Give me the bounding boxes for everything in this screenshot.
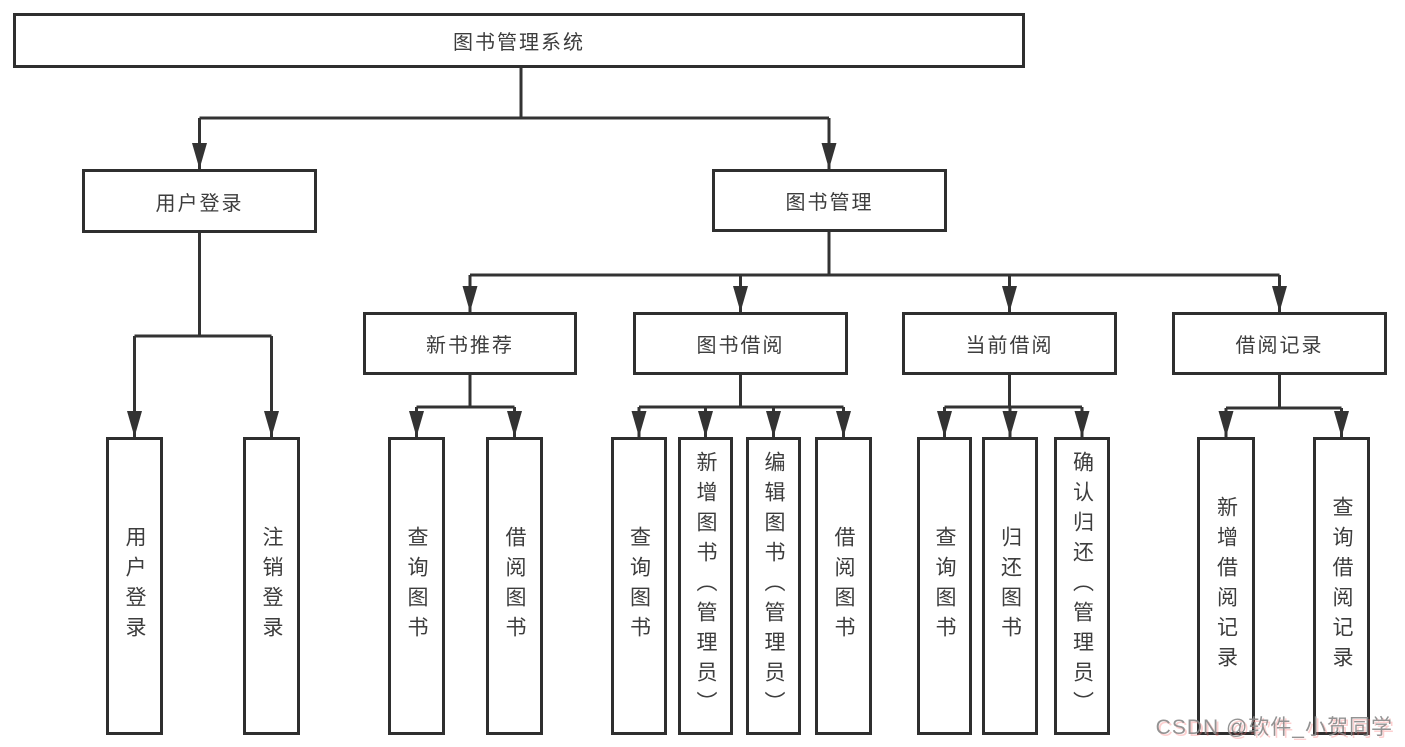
- leaf-return-book-label: 归还图书: [998, 526, 1022, 646]
- leaf-logout: 注销登录: [243, 437, 300, 735]
- leaf-borrow-books-borrow: 借阅图书: [815, 437, 872, 735]
- node-user-login: 用户登录: [82, 169, 317, 233]
- leaf-return-book: 归还图书: [982, 437, 1038, 735]
- connector-newbook-group: [409, 375, 522, 437]
- connector-current-group: [937, 375, 1090, 437]
- leaf-query-books-borrow-label: 查询图书: [627, 526, 651, 646]
- leaf-query-books-current: 查询图书: [917, 437, 972, 735]
- node-book-borrow-label: 图书借阅: [696, 335, 785, 357]
- leaf-add-borrow-record-label: 新增借阅记录: [1214, 496, 1238, 676]
- leaf-edit-book-admin-label: 编辑图书（管理员）: [762, 451, 785, 721]
- leaf-borrow-books-recommend: 借阅图书: [486, 437, 543, 735]
- csdn-watermark: CSDN @软件_小贺同学: [1155, 716, 1393, 739]
- leaf-confirm-return-admin: 确认归还（管理员）: [1054, 437, 1110, 735]
- leaf-query-books-recommend: 查询图书: [388, 437, 445, 735]
- leaf-user-login: 用户登录: [106, 437, 163, 735]
- node-current-borrow: 当前借阅: [902, 312, 1117, 375]
- connector-root-to-level2: [192, 68, 837, 169]
- node-root: 图书管理系统: [13, 13, 1025, 68]
- node-borrow-records: 借阅记录: [1172, 312, 1387, 375]
- leaf-logout-label: 注销登录: [260, 526, 283, 646]
- leaf-query-borrow-record-label: 查询借阅记录: [1330, 496, 1353, 676]
- leaf-add-book-admin-label: 新增图书（管理员）: [694, 451, 717, 721]
- leaf-borrow-books-borrow-label: 借阅图书: [832, 526, 855, 646]
- leaf-add-book-admin: 新增图书（管理员）: [678, 437, 733, 735]
- leaf-add-borrow-record: 新增借阅记录: [1197, 437, 1255, 735]
- leaf-query-books-borrow: 查询图书: [611, 437, 667, 735]
- node-borrow-records-label: 借阅记录: [1235, 335, 1324, 357]
- connector-login-group: [127, 233, 279, 437]
- node-root-label: 图书管理系统: [453, 32, 585, 54]
- leaf-edit-book-admin: 编辑图书（管理员）: [746, 437, 801, 735]
- connector-bookmgmt-to-level3: [462, 232, 1287, 312]
- leaf-confirm-return-admin-label: 确认归还（管理员）: [1070, 451, 1094, 721]
- node-current-borrow-label: 当前借阅: [965, 335, 1054, 357]
- connector-records-group: [1218, 375, 1349, 437]
- leaf-user-login-label: 用户登录: [123, 526, 146, 646]
- node-user-login-label: 用户登录: [155, 192, 244, 215]
- node-new-book-recommend: 新书推荐: [363, 312, 577, 375]
- leaf-query-borrow-record: 查询借阅记录: [1313, 437, 1370, 735]
- leaf-borrow-books-recommend-label: 借阅图书: [503, 526, 526, 646]
- node-book-borrow: 图书借阅: [633, 312, 848, 375]
- connector-borrow-group: [631, 375, 851, 437]
- node-book-management: 图书管理: [712, 169, 947, 232]
- node-book-management-label: 图书管理: [785, 192, 874, 214]
- leaf-query-books-recommend-label: 查询图书: [405, 526, 428, 646]
- leaf-query-books-current-label: 查询图书: [933, 526, 956, 646]
- node-new-book-recommend-label: 新书推荐: [426, 335, 514, 357]
